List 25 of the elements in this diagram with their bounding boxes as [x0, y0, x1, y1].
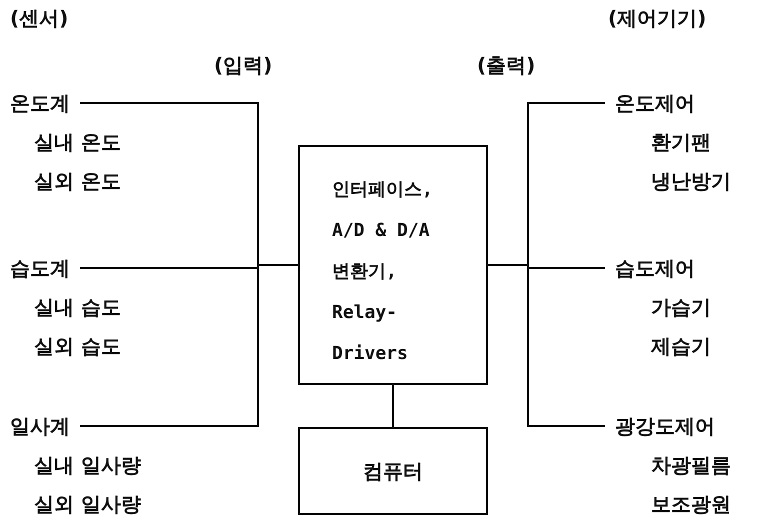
- sensor-label: 습도계: [10, 256, 80, 280]
- sensor-label: 일사계: [10, 414, 80, 438]
- item-label: 차광필름: [651, 453, 731, 477]
- item-label: 가습기: [651, 295, 711, 319]
- heading-label: (제어기기): [608, 6, 706, 30]
- control-label: 습도제어: [605, 256, 695, 280]
- control-label: 온도제어: [605, 91, 695, 115]
- sensor-label: 온도계: [10, 91, 80, 115]
- item-label: 제습기: [651, 334, 711, 358]
- item-label: 실외 일사량: [34, 492, 141, 516]
- item-label: 냉난방기: [651, 169, 731, 193]
- control-label: 광강도제어: [605, 414, 715, 438]
- heading-label: (출력): [477, 53, 536, 77]
- interface-box: 인터페이스, A/D & D/A 변환기, Relay- Drivers: [298, 145, 488, 385]
- heading-label: (입력): [214, 53, 272, 77]
- item-label: 실외 온도: [34, 169, 121, 193]
- item-label: 환기팬: [651, 130, 711, 154]
- item-label: 실내 온도: [34, 130, 121, 154]
- item-label: 실내 습도: [34, 295, 121, 319]
- heading-label: (센서): [10, 6, 68, 30]
- item-label: 실외 습도: [34, 334, 121, 358]
- connector-line: [392, 385, 394, 427]
- computer-box: 컴퓨터: [298, 427, 488, 515]
- item-label: 보조광원: [651, 492, 731, 516]
- item-label: 실내 일사량: [34, 453, 141, 477]
